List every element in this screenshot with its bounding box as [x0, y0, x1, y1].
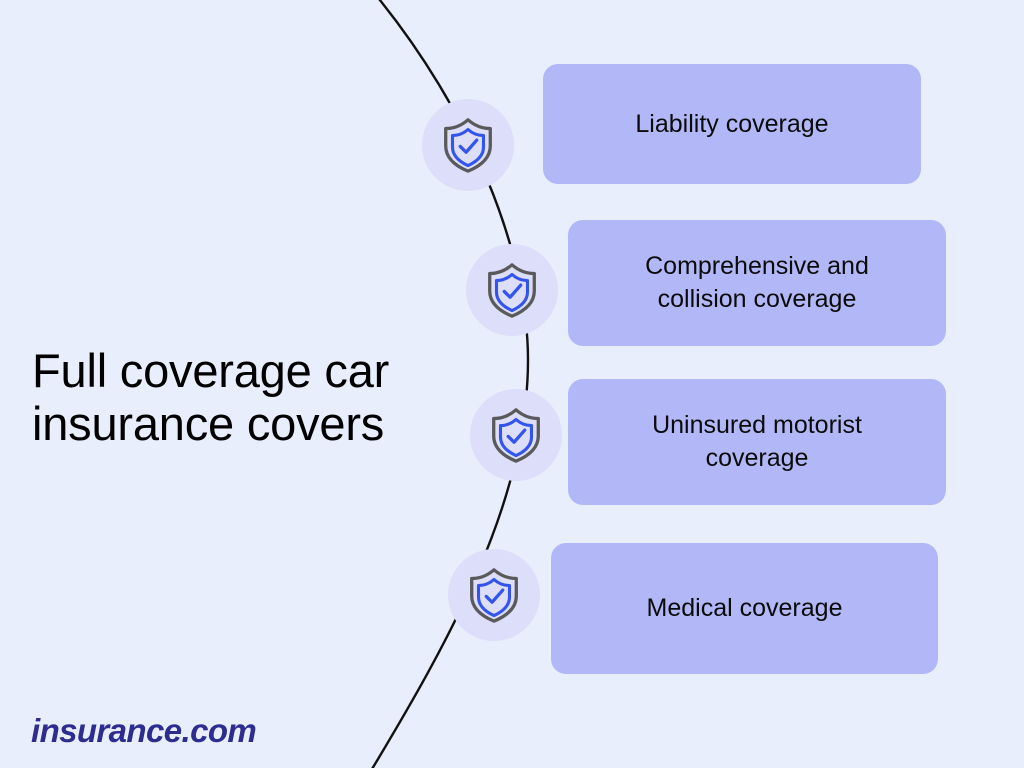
coverage-icon-badge-uninsured-motorist	[470, 389, 562, 481]
coverage-label: Uninsured motorist coverage	[652, 411, 862, 472]
shield-check-icon	[485, 404, 547, 466]
coverage-icon-badge-medical	[448, 549, 540, 641]
page-title: Full coverage car insurance covers	[32, 344, 390, 450]
coverage-icon-badge-liability	[422, 99, 514, 191]
shield-check-icon	[481, 259, 543, 321]
shield-check-icon	[463, 564, 525, 626]
coverage-pill-medical[interactable]: Medical coverage	[551, 543, 938, 674]
coverage-label: Liability coverage	[635, 109, 829, 138]
coverage-icon-badge-comprehensive-collision	[466, 244, 558, 336]
coverage-pill-uninsured-motorist[interactable]: Uninsured motorist coverage	[568, 379, 946, 505]
coverage-pill-comprehensive-collision[interactable]: Comprehensive and collision coverage	[568, 220, 946, 346]
coverage-label: Comprehensive and collision coverage	[645, 252, 869, 313]
coverage-pill-liability[interactable]: Liability coverage	[543, 64, 921, 184]
coverage-label: Medical coverage	[646, 594, 843, 622]
shield-check-icon	[437, 114, 499, 176]
brand-logo: insurance.com	[31, 712, 257, 749]
